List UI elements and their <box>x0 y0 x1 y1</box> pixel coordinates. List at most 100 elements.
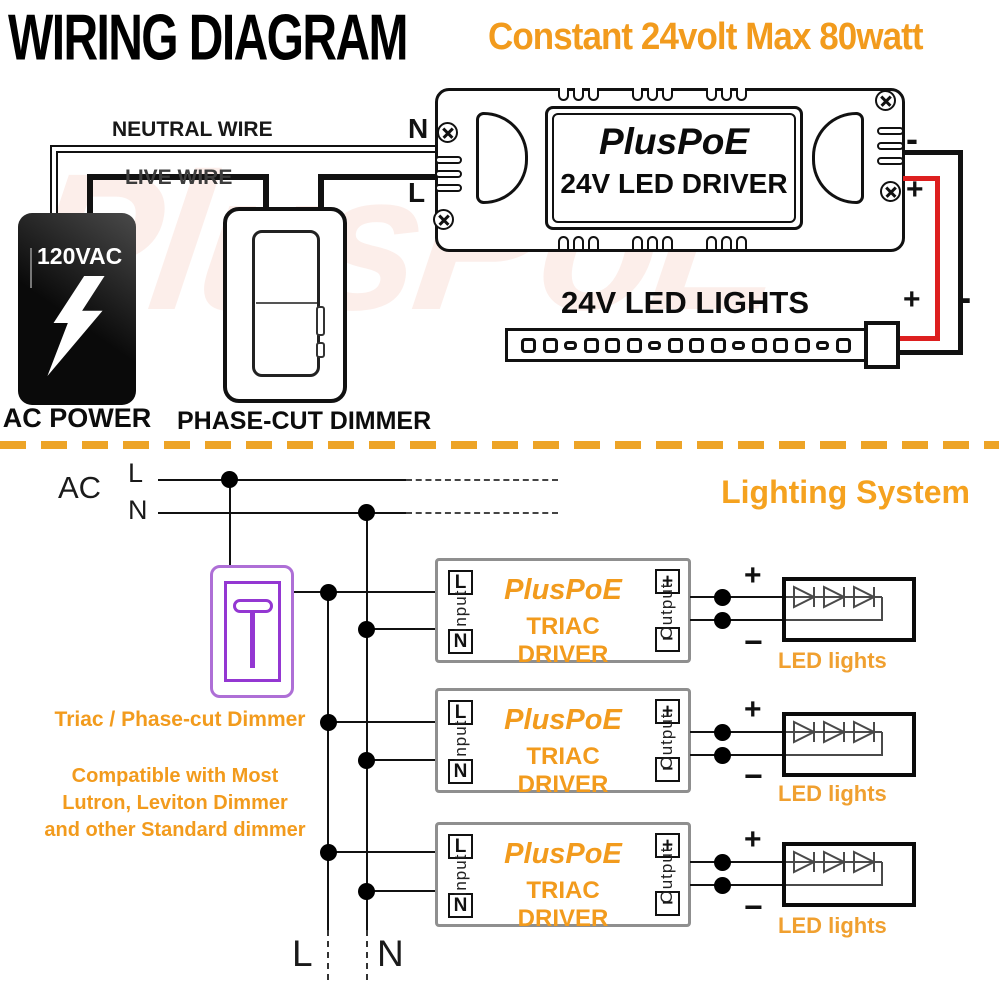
terminal-l: L <box>448 834 473 859</box>
led-output-wire <box>690 731 783 733</box>
led-chip <box>542 337 558 353</box>
led-row-minus: − <box>744 889 763 925</box>
n-branch-wire <box>367 759 436 761</box>
ac-box-detail-line <box>30 248 32 288</box>
led-chip <box>794 337 810 353</box>
neutral-wire-line <box>56 151 58 215</box>
input-label: Input <box>451 853 470 896</box>
page-subtitle: Constant 24volt Max 80watt <box>488 16 923 58</box>
vent-icon <box>632 236 643 249</box>
live-wire-line <box>263 174 269 210</box>
line-l-label: L <box>128 458 144 488</box>
led-lights-caption: LED lights <box>778 648 887 673</box>
junction-dot <box>714 612 731 629</box>
dimmer-feed-wire <box>229 480 231 565</box>
terminal-plus: + <box>655 569 680 594</box>
triac-driver-model: TRIAC DRIVER <box>517 613 609 668</box>
led-chip <box>732 340 746 350</box>
vent-icon <box>721 236 732 249</box>
l-branch-wire <box>328 851 436 853</box>
led-chip <box>816 340 830 350</box>
driver-plus-sign: + <box>906 173 924 206</box>
led-output-wire <box>690 754 783 756</box>
led-row-plus: + <box>744 693 762 726</box>
diode-chain <box>786 585 883 621</box>
led-output-wire <box>690 596 783 598</box>
vent-icon <box>558 236 569 249</box>
terminal-n: N <box>448 629 473 654</box>
led-row-plus: + <box>744 823 762 856</box>
junction-dot <box>358 883 375 900</box>
led-output-wire <box>690 619 783 621</box>
terminal-l: L <box>448 700 473 725</box>
neutral-wire-line <box>50 145 52 215</box>
led-row-minus: − <box>744 758 763 794</box>
neutral-wire-label: NEUTRAL WIRE <box>112 118 273 141</box>
led-output-wire <box>690 884 783 886</box>
output-wire-black <box>897 350 963 355</box>
fin-icon <box>877 142 904 150</box>
terminal-l-label: L <box>408 177 426 208</box>
output-wire-red <box>897 336 940 341</box>
triac-driver-brand: PlusPoE <box>504 574 622 606</box>
n-branch-wire <box>367 890 436 892</box>
terminal-n: N <box>448 893 473 918</box>
screw-icon <box>880 181 901 202</box>
diode-chain <box>786 720 883 756</box>
led-chip <box>710 337 726 353</box>
vent-icon <box>706 88 717 101</box>
terminal-l: L <box>448 570 473 595</box>
terminal-n: N <box>448 759 473 784</box>
terminal-minus: − <box>655 891 680 916</box>
junction-dot <box>320 714 337 731</box>
led-lights-box <box>782 577 916 642</box>
l-bus <box>327 591 329 930</box>
input-label: Input <box>451 589 470 632</box>
l-line <box>158 479 406 481</box>
live-wire-line <box>318 174 435 180</box>
vent-icon <box>647 236 658 249</box>
page-title: WIRING DIAGRAM <box>8 1 408 74</box>
diode-chain <box>786 850 883 886</box>
compatibility-line: and other Standard dimmer <box>44 819 306 841</box>
triac-dimmer-caption: Triac / Phase-cut Dimmer <box>54 708 306 731</box>
junction-dot <box>714 747 731 764</box>
terminal-minus: − <box>655 627 680 652</box>
strip-minus-sign: - <box>958 276 972 320</box>
output-wire-red <box>935 176 940 341</box>
output-label: Output <box>657 711 676 770</box>
l-branch-wire <box>328 721 436 723</box>
vent-icon <box>736 236 747 249</box>
n-bus-dashed <box>366 930 368 980</box>
driver-brand: PlusPoE <box>598 121 750 162</box>
junction-dot <box>714 854 731 871</box>
junction-dot <box>358 752 375 769</box>
vent-icon <box>558 88 569 101</box>
ac-power-caption: AC POWER <box>2 403 152 433</box>
live-wire-label: LIVE WIRE <box>125 166 233 189</box>
vent-icon <box>588 236 599 249</box>
terminal-minus: − <box>655 757 680 782</box>
output-wire-black <box>903 150 963 155</box>
line-n-label: N <box>128 495 148 525</box>
ac-voltage-label: 120VAC <box>37 243 123 269</box>
led-chip <box>626 337 642 353</box>
led-row-minus: − <box>744 624 763 660</box>
led-chip <box>667 337 683 353</box>
l-line-dashed <box>406 479 558 481</box>
junction-dot <box>358 621 375 638</box>
led-chip <box>564 340 578 350</box>
led-lights-box <box>782 842 916 907</box>
led-output-wire <box>690 861 783 863</box>
terminal-n-label: N <box>408 113 429 144</box>
vent-icon <box>632 88 643 101</box>
led-lights-caption: LED lights <box>778 781 887 806</box>
driver-minus-sign: - <box>906 118 918 159</box>
dimmer-rocker-divider <box>256 302 317 304</box>
dimmer-slider-nub <box>316 342 325 358</box>
led-chip <box>773 337 789 353</box>
ac-label: AC <box>58 470 102 505</box>
section-title: Lighting System <box>721 474 970 510</box>
vent-icon <box>647 88 658 101</box>
led-chip <box>751 337 767 353</box>
